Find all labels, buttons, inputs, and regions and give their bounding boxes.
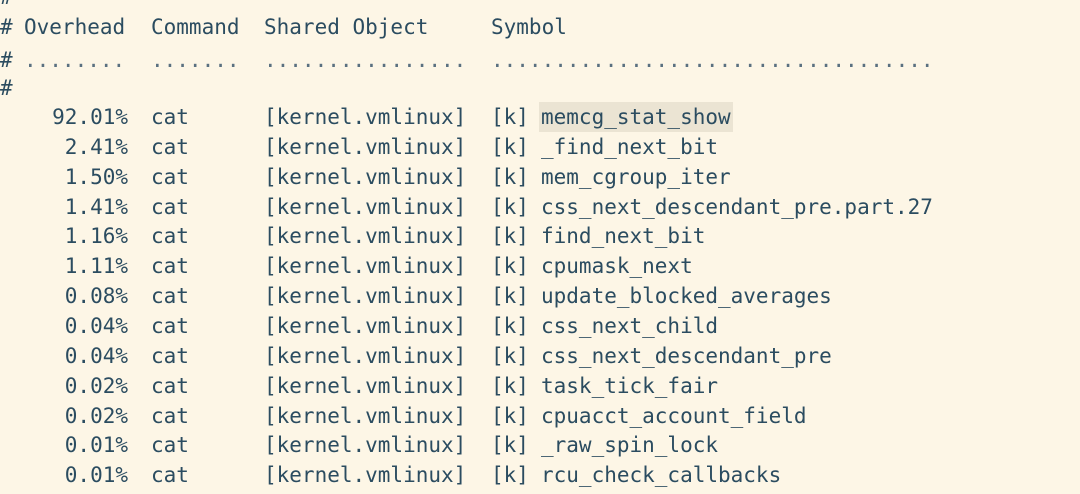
symbol-cell[interactable]: update_blocked_averages: [541, 284, 832, 309]
command-cell: cat: [151, 164, 189, 189]
privilege-cell: [k]: [491, 403, 529, 428]
overhead-cell: 1.11%: [64, 254, 128, 279]
separator-shared-object: ................: [264, 48, 467, 72]
overhead-cell: 1.50%: [64, 164, 128, 189]
privilege-cell: [k]: [491, 343, 529, 368]
privilege-cell: [k]: [491, 313, 529, 338]
overhead-cell: 2.41%: [64, 134, 128, 159]
shared-object-cell: [kernel.vmlinux]: [264, 433, 467, 458]
symbol-cell[interactable]: css_next_child: [541, 313, 719, 338]
overhead-cell: 0.02%: [64, 403, 128, 428]
separator-row: # ........ ....... ................ ....…: [0, 45, 934, 75]
overhead-cell: 0.01%: [64, 433, 128, 458]
header-shared-object: Shared Object: [264, 15, 429, 39]
privilege-cell: [k]: [491, 164, 529, 189]
command-cell: cat: [151, 194, 189, 219]
separator-command: .......: [151, 48, 240, 72]
privilege-cell: [k]: [491, 433, 529, 458]
privilege-cell: [k]: [491, 105, 529, 129]
shared-object-cell: [kernel.vmlinux]: [264, 284, 467, 309]
command-cell: cat: [151, 224, 189, 249]
symbol-cell[interactable]: memcg_stat_show: [539, 102, 733, 132]
overhead-cell: 0.04%: [64, 343, 128, 368]
symbol-cell[interactable]: css_next_descendant_pre: [541, 343, 832, 368]
top-comment-line: #: [0, 0, 51, 12]
command-cell: cat: [151, 105, 189, 129]
shared-object-cell: [kernel.vmlinux]: [264, 254, 467, 279]
privilege-cell: [k]: [491, 284, 529, 309]
header-row: # Overhead Command Shared Object Symbol: [0, 12, 567, 42]
symbol-cell[interactable]: mem_cgroup_iter: [541, 164, 731, 189]
shared-object-cell: [kernel.vmlinux]: [264, 313, 467, 338]
separator-overhead: ........: [24, 48, 126, 72]
symbol-cell[interactable]: cpuacct_account_field: [541, 403, 807, 428]
header-symbol: Symbol: [491, 15, 567, 39]
overhead-cell: 1.41%: [64, 194, 128, 219]
separator-hash: #: [0, 48, 13, 72]
symbol-cell[interactable]: task_tick_fair: [541, 373, 719, 398]
shared-object-cell: [kernel.vmlinux]: [264, 463, 467, 488]
comment-hash: #: [0, 0, 13, 12]
command-cell: cat: [151, 343, 189, 368]
overhead-cell: 0.02%: [64, 373, 128, 398]
header-overhead: Overhead: [24, 15, 126, 39]
command-cell: cat: [151, 313, 189, 338]
overhead-cell: 92.01%: [52, 105, 128, 129]
command-cell: cat: [151, 284, 189, 309]
privilege-cell: [k]: [491, 373, 529, 398]
privilege-cell: [k]: [491, 463, 529, 488]
shared-object-cell: [kernel.vmlinux]: [264, 194, 467, 219]
command-cell: cat: [151, 254, 189, 279]
privilege-cell: [k]: [491, 194, 529, 219]
command-cell: cat: [151, 134, 189, 159]
command-cell: cat: [151, 403, 189, 428]
command-cell: cat: [151, 463, 189, 488]
privilege-cell: [k]: [491, 134, 529, 159]
symbol-cell[interactable]: rcu_check_callbacks: [541, 463, 782, 488]
shared-object-cell: [kernel.vmlinux]: [264, 224, 467, 249]
separator-symbol: ...................................: [491, 48, 934, 72]
symbol-cell[interactable]: css_next_descendant_pre.part.27: [541, 194, 933, 219]
shared-object-cell: [kernel.vmlinux]: [264, 403, 467, 428]
command-cell: cat: [151, 373, 189, 398]
command-cell: cat: [151, 433, 189, 458]
shared-object-cell: [kernel.vmlinux]: [264, 134, 467, 159]
shared-object-cell: [kernel.vmlinux]: [264, 343, 467, 368]
symbol-cell[interactable]: _raw_spin_lock: [541, 433, 719, 458]
privilege-cell: [k]: [491, 254, 529, 279]
blank-comment-line: #: [0, 73, 51, 103]
symbol-cell[interactable]: _find_next_bit: [541, 134, 719, 159]
overhead-cell: 0.04%: [64, 313, 128, 338]
header-command: Command: [151, 15, 240, 39]
overhead-cell: 0.01%: [64, 463, 128, 488]
blank-comment-hash: #: [0, 76, 13, 100]
shared-object-cell: [kernel.vmlinux]: [264, 164, 467, 189]
header-hash: #: [0, 15, 13, 39]
symbol-cell[interactable]: find_next_bit: [541, 224, 706, 249]
overhead-cell: 1.16%: [64, 224, 128, 249]
shared-object-cell: [kernel.vmlinux]: [264, 373, 467, 398]
overhead-cell: 0.08%: [64, 284, 128, 309]
privilege-cell: [k]: [491, 224, 529, 249]
symbol-cell[interactable]: cpumask_next: [541, 254, 693, 279]
shared-object-cell: [kernel.vmlinux]: [264, 105, 467, 129]
